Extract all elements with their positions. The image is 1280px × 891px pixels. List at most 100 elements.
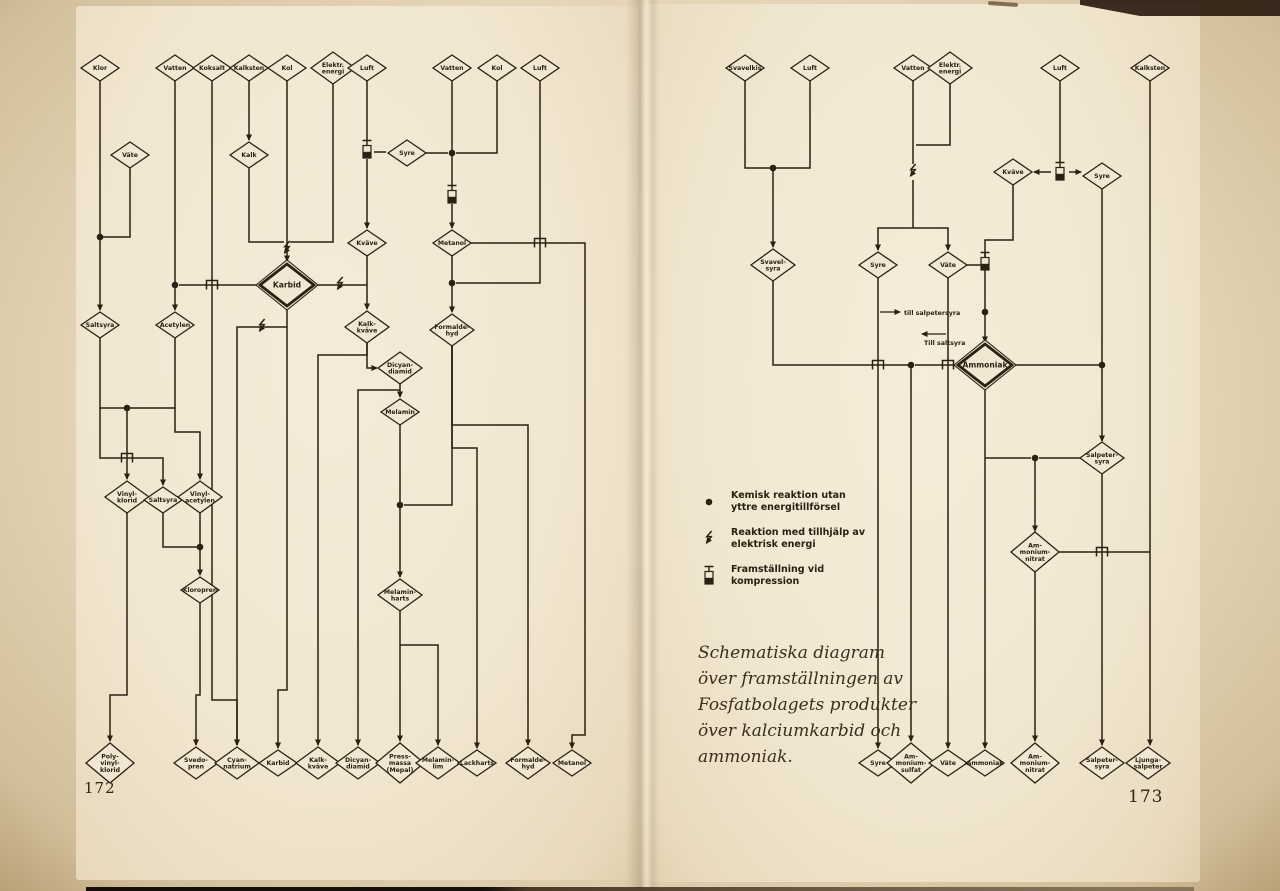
flow-line xyxy=(355,389,400,746)
svg-text:Vatten: Vatten xyxy=(440,65,463,72)
node-ammoniak: Ammoniak xyxy=(953,339,1017,391)
node-acetylen: Acetylen xyxy=(154,311,196,339)
compression-icon xyxy=(704,565,714,585)
caption-line: Fosfatbolagets produkter xyxy=(698,695,917,715)
electric-reaction-icon xyxy=(705,530,713,545)
node-ammoniumnitrat: Am-monium-nitrat xyxy=(1009,531,1061,573)
svg-text:Väte: Väte xyxy=(940,760,956,767)
node-luft-3: Luft xyxy=(789,54,831,82)
svg-text:Kalk: Kalk xyxy=(241,152,257,159)
node-kalksten-1: Kalksten xyxy=(228,54,270,82)
svg-text:Acetylen: Acetylen xyxy=(160,322,190,329)
svg-text:Elektr.energi: Elektr.energi xyxy=(939,62,961,76)
node-vinylacetylen: Vinyl-acetylen xyxy=(176,480,224,514)
flow-line xyxy=(107,513,128,742)
reaction-dot-icon xyxy=(396,501,404,509)
flow-line xyxy=(275,307,288,749)
svg-text:Vinyl-acetylen: Vinyl-acetylen xyxy=(185,491,215,505)
reaction-dot-icon xyxy=(1031,454,1039,462)
svg-text:Press-massa(Mepal): Press-massa(Mepal) xyxy=(387,754,414,774)
electric-reaction-icon xyxy=(283,240,291,255)
electric-reaction-icon xyxy=(336,276,344,291)
node-vate-2: Väte xyxy=(927,251,969,279)
svg-text:Melamin: Melamin xyxy=(385,409,415,416)
compression-icon xyxy=(447,184,457,204)
node-kalksten-2: Kalksten xyxy=(1129,54,1171,82)
node-karbid-out: Karbid xyxy=(257,749,299,777)
svg-text:Karbid: Karbid xyxy=(266,760,289,767)
node-metanol-out: Metanol xyxy=(551,749,593,777)
flow-line xyxy=(162,513,197,548)
node-svavelkis: Svavelkis xyxy=(724,54,766,82)
node-kalkkvave-out: Kalk-kväve xyxy=(294,746,342,780)
compression-icon xyxy=(362,139,372,159)
svg-text:Koksalt: Koksalt xyxy=(199,65,225,72)
node-luft-1: Luft xyxy=(346,54,388,82)
flow-line xyxy=(772,281,908,366)
flow-line xyxy=(456,81,498,154)
svg-text:Salpeter-syra: Salpeter-syra xyxy=(1086,757,1119,771)
flow-line xyxy=(916,84,951,146)
flow-line xyxy=(456,81,541,284)
page-number-left: 172 xyxy=(84,779,116,797)
flow-line xyxy=(248,168,284,243)
svg-text:Poly-vinyl-klorid: Poly-vinyl-klorid xyxy=(100,754,120,774)
node-luft-2: Luft xyxy=(519,54,561,82)
node-syre-1: Syre xyxy=(386,139,428,167)
node-elenergi-1: Elektr.energi xyxy=(309,51,357,85)
electric-reaction-icon xyxy=(258,318,266,333)
legend-item-reaction: Kemisk reaktion utan yttre energitillför… xyxy=(698,490,938,514)
svg-text:Kol: Kol xyxy=(281,65,292,72)
node-ljungasalpeter: Ljunga-salpeter xyxy=(1124,746,1172,780)
caption-line: över kalciumkarbid och xyxy=(698,721,902,741)
legend-item-electric: Reaktion med tillhjälp av elektrisk ener… xyxy=(698,527,938,551)
node-dicyandiamid-out: Dicyan-diamid xyxy=(334,746,382,780)
flow-line xyxy=(99,338,124,409)
flow-line xyxy=(193,603,201,746)
reaction-dot-icon xyxy=(769,164,777,172)
node-metanol-1: Metanol xyxy=(431,229,473,257)
node-koksalt: Koksalt xyxy=(191,54,233,82)
svg-text:Melamin-harts: Melamin-harts xyxy=(384,589,417,603)
left-page xyxy=(76,6,638,880)
reaction-dot-icon xyxy=(448,149,456,157)
svg-text:Luft: Luft xyxy=(360,65,374,72)
flow-line xyxy=(366,343,378,371)
svg-text:Formalde-hyd: Formalde-hyd xyxy=(510,757,546,771)
legend-line: Kemisk reaktion utan xyxy=(731,490,846,501)
flow-line xyxy=(315,343,368,746)
node-vatten-1: Vatten xyxy=(154,54,196,82)
line-bridge-icon xyxy=(871,359,885,370)
electric-reaction-icon xyxy=(909,163,917,178)
reaction-dot-icon xyxy=(907,361,915,369)
flow-line xyxy=(234,326,287,746)
node-vatten-2: Vatten xyxy=(431,54,473,82)
page-number-right: 173 xyxy=(1128,787,1164,807)
line-bridge-icon xyxy=(533,237,547,248)
compression-icon xyxy=(1055,161,1065,181)
svg-text:Luft: Luft xyxy=(1053,65,1067,72)
node-ammoniumnitrat-out: Am-monium-nitrat xyxy=(1009,742,1061,784)
reaction-dot-icon xyxy=(981,308,989,316)
node-svavelsyra: Svavel-syra xyxy=(749,248,797,282)
node-dicyandiamid: Dicyan-diamid xyxy=(376,351,424,385)
svg-text:Svavelkis: Svavelkis xyxy=(729,65,762,72)
svg-text:Syre: Syre xyxy=(870,262,886,269)
node-syre-2: Syre xyxy=(857,251,899,279)
right-page xyxy=(642,4,1200,882)
svg-text:Kväve: Kväve xyxy=(1002,169,1023,176)
flow-line xyxy=(451,346,480,749)
flow-line xyxy=(982,185,1014,343)
photo-edge-bottom xyxy=(86,887,1194,891)
flow-annotation: Till saltsyra xyxy=(921,331,965,347)
node-melamin: Melamin xyxy=(379,398,421,426)
svg-text:till salpetersyra: till salpetersyra xyxy=(904,310,960,317)
svg-text:Ammoniak: Ammoniak xyxy=(962,361,1008,370)
svg-text:Syre: Syre xyxy=(399,150,415,157)
legend-line: kompression xyxy=(731,576,800,587)
node-kalk: Kalk xyxy=(228,141,270,169)
line-bridge-icon xyxy=(205,279,219,290)
reaction-dot-icon xyxy=(1098,361,1106,369)
svg-text:Klor: Klor xyxy=(93,65,108,72)
